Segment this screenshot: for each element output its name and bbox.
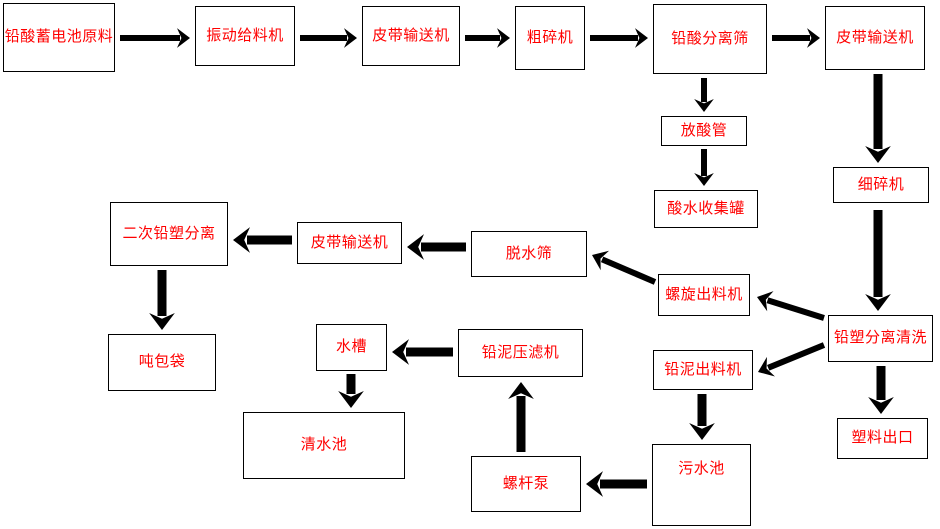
node-raw[interactable]: 铅酸蓄电池原料 xyxy=(3,3,115,72)
node-sewage[interactable]: 污水池 xyxy=(652,444,751,526)
node-screwout[interactable]: 螺旋出料机 xyxy=(658,274,750,316)
node-screwpump[interactable]: 螺杆泵 xyxy=(471,456,581,512)
node-mudout[interactable]: 铅泥出料机 xyxy=(653,350,753,390)
node-label: 脱水筛 xyxy=(505,245,553,262)
node-belt1[interactable]: 皮带输送机 xyxy=(362,6,460,66)
node-finecrusher[interactable]: 细碎机 xyxy=(833,167,929,203)
node-crusher[interactable]: 粗碎机 xyxy=(515,6,585,70)
arrow-belt3-to-secondsep xyxy=(233,227,292,253)
arrow-belt2-to-finecrusher xyxy=(865,74,891,163)
arrow-acidsep-to-belt2 xyxy=(772,28,820,48)
node-tonbag[interactable]: 吨包袋 xyxy=(108,334,216,391)
arrow-acidsep-to-acidpipe xyxy=(694,78,714,112)
node-belt2[interactable]: 皮带输送机 xyxy=(825,6,925,70)
arrow-leadplastic-to-mudout xyxy=(758,342,826,377)
node-label: 铅塑分离清洗 xyxy=(833,330,927,347)
node-label: 酸水收集罐 xyxy=(667,200,745,217)
arrow-raw-to-feeder xyxy=(120,28,190,48)
arrow-finecrusher-to-leadplastic xyxy=(865,210,891,311)
node-acidtank[interactable]: 酸水收集罐 xyxy=(654,190,758,228)
node-feeder[interactable]: 振动给料机 xyxy=(195,6,295,66)
arrow-acidpipe-to-acidtank xyxy=(694,149,714,186)
node-label: 水槽 xyxy=(335,339,367,356)
arrow-crusher-to-acidsep xyxy=(590,28,648,48)
node-belt3[interactable]: 皮带输送机 xyxy=(297,222,402,264)
node-label: 振动给料机 xyxy=(206,27,284,44)
node-label: 粗碎机 xyxy=(526,29,574,46)
arrow-leadplastic-to-screwout xyxy=(757,291,825,321)
node-label: 皮带输送机 xyxy=(372,27,450,44)
arrow-dewater-to-belt3 xyxy=(407,234,466,260)
node-label: 放酸管 xyxy=(680,122,728,139)
node-label: 铅泥压滤机 xyxy=(481,344,560,361)
node-label: 铅酸蓄电池原料 xyxy=(4,29,114,46)
node-label: 铅泥出料机 xyxy=(664,361,742,378)
node-secondsep[interactable]: 二次铅塑分离 xyxy=(110,202,228,266)
node-label: 污水池 xyxy=(678,461,725,477)
node-plasticout[interactable]: 塑料出口 xyxy=(837,418,928,459)
node-label: 皮带输送机 xyxy=(310,234,389,251)
node-label: 清水池 xyxy=(300,437,348,454)
node-label: 细碎机 xyxy=(857,176,905,193)
arrow-belt1-to-crusher xyxy=(465,28,510,48)
node-acidsep[interactable]: 铅酸分离筛 xyxy=(653,4,767,74)
node-label: 吨包袋 xyxy=(138,354,186,371)
node-watertank[interactable]: 水槽 xyxy=(316,324,387,371)
node-label: 塑料出口 xyxy=(851,430,914,447)
node-label: 铅酸分离筛 xyxy=(671,30,749,47)
node-label: 螺旋出料机 xyxy=(665,286,743,303)
node-clearpool[interactable]: 清水池 xyxy=(243,412,405,479)
node-dewater[interactable]: 脱水筛 xyxy=(471,231,587,277)
arrow-mudout-to-sewage xyxy=(689,394,715,440)
arrow-feeder-to-belt1 xyxy=(300,28,357,48)
arrow-watertank-to-clearpool xyxy=(338,374,364,408)
arrow-screwout-to-dewater xyxy=(592,250,657,285)
node-label: 二次铅塑分离 xyxy=(122,225,216,242)
node-label: 螺杆泵 xyxy=(502,475,550,492)
arrow-leadplastic-to-plasticout xyxy=(868,366,894,414)
node-filterpress[interactable]: 铅泥压滤机 xyxy=(458,329,583,377)
node-acidpipe[interactable]: 放酸管 xyxy=(661,116,747,146)
arrow-filterpress-to-watertank xyxy=(392,339,453,365)
node-leadplastic[interactable]: 铅塑分离清洗 xyxy=(828,315,933,362)
node-label: 皮带输送机 xyxy=(836,29,914,46)
arrow-sewage-to-screwpump xyxy=(586,471,647,497)
arrow-secondsep-to-tonbag xyxy=(149,270,175,330)
arrow-screwpump-to-filterpress xyxy=(508,382,534,452)
